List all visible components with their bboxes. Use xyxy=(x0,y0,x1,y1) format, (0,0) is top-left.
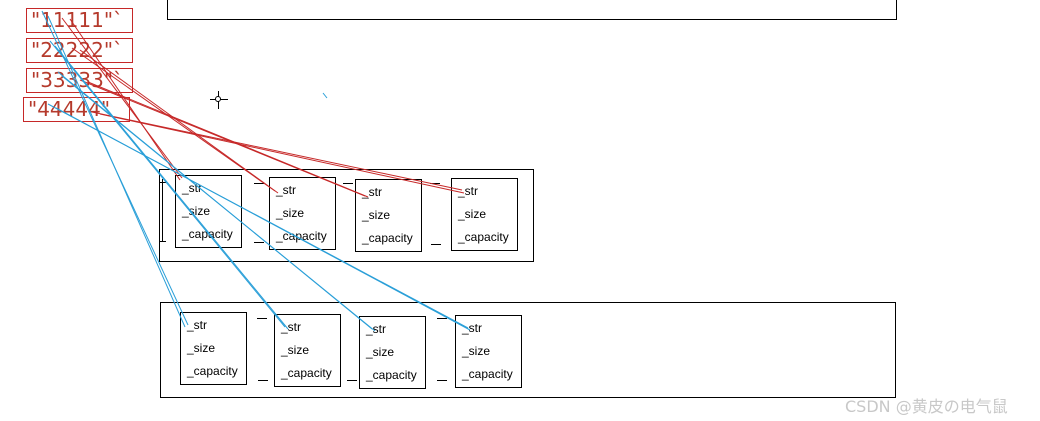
field-capacity: _capacity xyxy=(182,227,233,241)
string-object: _str _size _capacity xyxy=(274,314,341,387)
string-literal-2: "22222"` xyxy=(26,38,133,63)
field-str: _str xyxy=(458,184,479,198)
dash-mark xyxy=(254,242,264,243)
string-object: _str _size _capacity xyxy=(175,175,242,248)
dash-mark xyxy=(254,183,264,184)
dash-mark xyxy=(437,380,447,381)
field-size: _size xyxy=(187,341,216,355)
field-size: _size xyxy=(458,207,487,221)
field-capacity: _capacity xyxy=(187,364,238,378)
dash-mark xyxy=(437,318,447,319)
vector-container-2 xyxy=(160,302,896,398)
string-literal-3: "33333"` xyxy=(26,68,133,93)
string-literal-text: "22222" xyxy=(31,38,114,62)
field-size: _size xyxy=(366,345,395,359)
string-object: _str _size _capacity xyxy=(455,315,522,388)
string-literal-text: "11111" xyxy=(31,8,114,32)
string-object: _str _size _capacity xyxy=(359,316,426,389)
field-capacity: _capacity xyxy=(276,229,327,243)
dash-mark xyxy=(160,182,166,183)
field-str: _str xyxy=(281,320,302,334)
field-capacity: _capacity xyxy=(458,230,509,244)
dash-mark xyxy=(258,380,268,381)
field-capacity: _capacity xyxy=(281,366,332,380)
field-capacity: _capacity xyxy=(362,231,413,245)
top-container-box xyxy=(167,0,897,20)
dash-mark xyxy=(257,318,267,319)
dash-mark xyxy=(431,244,441,245)
field-size: _size xyxy=(276,206,305,220)
field-capacity: _capacity xyxy=(462,367,513,381)
field-capacity: _capacity xyxy=(366,368,417,382)
string-literal-1: "11111"` xyxy=(26,8,133,33)
field-str: _str xyxy=(462,321,483,335)
dash-mark xyxy=(160,241,166,242)
string-literal-text: "33333" xyxy=(31,68,114,92)
bracket-mark xyxy=(162,179,163,241)
string-literal-text: "44444" xyxy=(28,97,111,121)
crosshair-cursor-icon xyxy=(210,91,228,109)
string-literal-4: "44444" xyxy=(23,97,130,122)
dash-mark xyxy=(430,183,440,184)
field-size: _size xyxy=(281,343,310,357)
string-object: _str _size _capacity xyxy=(269,177,336,250)
dash-mark xyxy=(343,183,353,184)
string-literal-tail: ` xyxy=(113,38,124,62)
field-str: _str xyxy=(276,183,297,197)
string-object: _str _size _capacity xyxy=(180,312,247,385)
dash-mark xyxy=(347,380,357,381)
field-size: _size xyxy=(182,204,211,218)
field-str: _str xyxy=(366,322,387,336)
field-str: _str xyxy=(187,318,208,332)
field-size: _size xyxy=(362,208,391,222)
field-str: _str xyxy=(362,185,383,199)
watermark: CSDN @黄皮の电气鼠 xyxy=(845,397,1008,416)
blue-pointer-line xyxy=(322,92,328,99)
string-literal-tail: ` xyxy=(113,68,124,92)
field-str: _str xyxy=(182,181,203,195)
string-literal-tail: ` xyxy=(113,8,124,32)
field-size: _size xyxy=(462,344,491,358)
string-object: _str _size _capacity xyxy=(355,179,422,252)
string-object: _str _size _capacity xyxy=(451,178,518,251)
